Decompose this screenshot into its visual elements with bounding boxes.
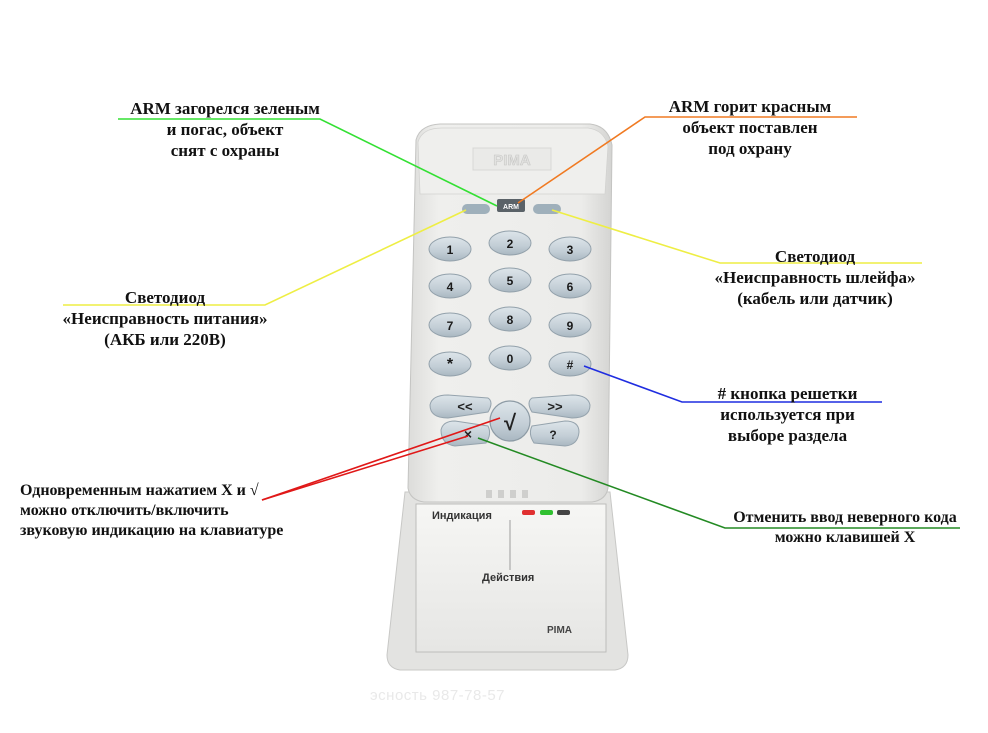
key-cap[interactable] <box>488 230 532 256</box>
key-cap[interactable] <box>428 236 472 262</box>
card-led-green <box>540 510 553 515</box>
key-label: 4 <box>447 280 454 294</box>
arm-led-label: ARM <box>503 204 519 211</box>
label-hash-key: # кнопка решетки используется при выборе… <box>717 384 858 445</box>
label-power-led: Светодиод «Неисправность питания» (АКБ и… <box>62 288 268 349</box>
hinge <box>486 490 528 498</box>
back-key-label: << <box>457 399 473 414</box>
key-label: * <box>447 356 454 373</box>
key-cap[interactable] <box>488 267 532 293</box>
key-label: 1 <box>447 243 454 257</box>
enter-key-label: √ <box>504 410 517 435</box>
callout-line-hash-key <box>583 365 882 403</box>
forward-key-label: >> <box>547 399 563 414</box>
key-cap[interactable] <box>488 345 532 371</box>
back-key[interactable] <box>429 394 492 419</box>
key-label: 9 <box>567 319 574 333</box>
key-cap[interactable] <box>548 236 592 262</box>
key-label: 5 <box>507 274 514 288</box>
callout-line-arm-green <box>118 118 498 207</box>
label-arm-green: ARM загорелся зеленым и погас, объект сн… <box>130 99 320 160</box>
instruction-card <box>415 503 607 653</box>
callout-line-mute-enter <box>261 417 501 501</box>
key-cap[interactable] <box>548 273 592 299</box>
card-brand: PIMA <box>547 625 572 636</box>
watermark: эсность 987-78-57 <box>370 687 506 704</box>
card-led-red <box>522 510 535 515</box>
key-7[interactable]: 7 <box>428 312 472 338</box>
key-1[interactable]: 1 <box>428 236 472 262</box>
callout-line-cancel-code <box>477 437 960 529</box>
callout-line-arm-red <box>517 116 857 204</box>
key-0[interactable]: 0 <box>488 345 532 371</box>
card-title-actions: Действия <box>482 572 534 584</box>
brand-logo: PIMA <box>493 152 531 169</box>
card-title-indication: Индикация <box>432 510 492 522</box>
key-cap[interactable] <box>428 312 472 338</box>
key-label: 7 <box>447 319 454 333</box>
callout-line-power-led <box>63 209 467 306</box>
label-mute: Одновременным нажатием X и √ можно отклю… <box>20 482 284 539</box>
key-9[interactable]: 9 <box>548 312 592 338</box>
key-cap[interactable] <box>548 351 592 377</box>
key-cap[interactable] <box>548 312 592 338</box>
label-loop-led: Светодиод «Неисправность шлейфа» (кабель… <box>714 247 916 308</box>
brand-plate <box>472 147 552 171</box>
label-arm-red: ARM горит красным объект поставлен под о… <box>668 97 832 158</box>
key-label: 0 <box>507 352 514 366</box>
key-2[interactable]: 2 <box>488 230 532 256</box>
key-label: 3 <box>567 243 574 257</box>
keypad-keys: 1 2 3 4 5 6 7 8 9 * 0 # <box>428 230 592 377</box>
key-5[interactable]: 5 <box>488 267 532 293</box>
key-cap[interactable] <box>488 306 532 332</box>
instruction-card-content: Индикация Действия PIMA <box>432 510 572 636</box>
cancel-key[interactable] <box>440 420 491 447</box>
key-hash[interactable]: # <box>548 351 592 377</box>
key-star[interactable]: * <box>428 351 472 377</box>
nav-keys: << >> × ? √ <box>429 394 591 447</box>
key-4[interactable]: 4 <box>428 273 472 299</box>
key-label: 8 <box>507 313 514 327</box>
loop-fault-led <box>533 204 561 214</box>
key-6[interactable]: 6 <box>548 273 592 299</box>
key-label: 6 <box>567 280 574 294</box>
callout-line-mute-cancel <box>261 435 469 501</box>
key-3[interactable]: 3 <box>548 236 592 262</box>
forward-key[interactable] <box>528 394 591 419</box>
label-cancel-code: Отменить ввод неверного кода можно клави… <box>733 509 957 546</box>
help-key[interactable] <box>529 420 580 447</box>
key-8[interactable]: 8 <box>488 306 532 332</box>
callout-line-loop-led <box>551 209 922 264</box>
card-led-dark <box>557 510 570 515</box>
key-cap[interactable] <box>428 351 472 377</box>
key-label: # <box>567 358 574 372</box>
key-label: 2 <box>507 237 514 251</box>
help-key-label: ? <box>549 428 556 442</box>
power-fault-led <box>462 204 490 214</box>
cancel-key-label: × <box>464 426 472 442</box>
key-cap[interactable] <box>428 273 472 299</box>
